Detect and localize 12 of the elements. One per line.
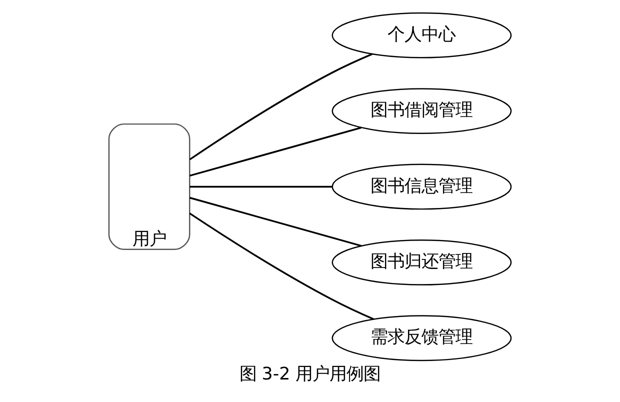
node-box: 用户 (108, 123, 190, 250)
node-ellipse: 图书借阅管理 (332, 88, 512, 134)
node-ellipse: 个人中心 (332, 12, 512, 58)
connector (190, 126, 362, 177)
connector (190, 186, 332, 188)
connector (189, 53, 373, 160)
node-ellipse: 需求反馈管理 (332, 315, 512, 362)
caption: 图 3-2 用户用例图 (239, 364, 381, 384)
node-ellipse: 图书信息管理 (332, 164, 512, 210)
connector (189, 212, 374, 320)
node-ellipse: 图书归还管理 (332, 239, 512, 286)
connector (190, 196, 362, 247)
